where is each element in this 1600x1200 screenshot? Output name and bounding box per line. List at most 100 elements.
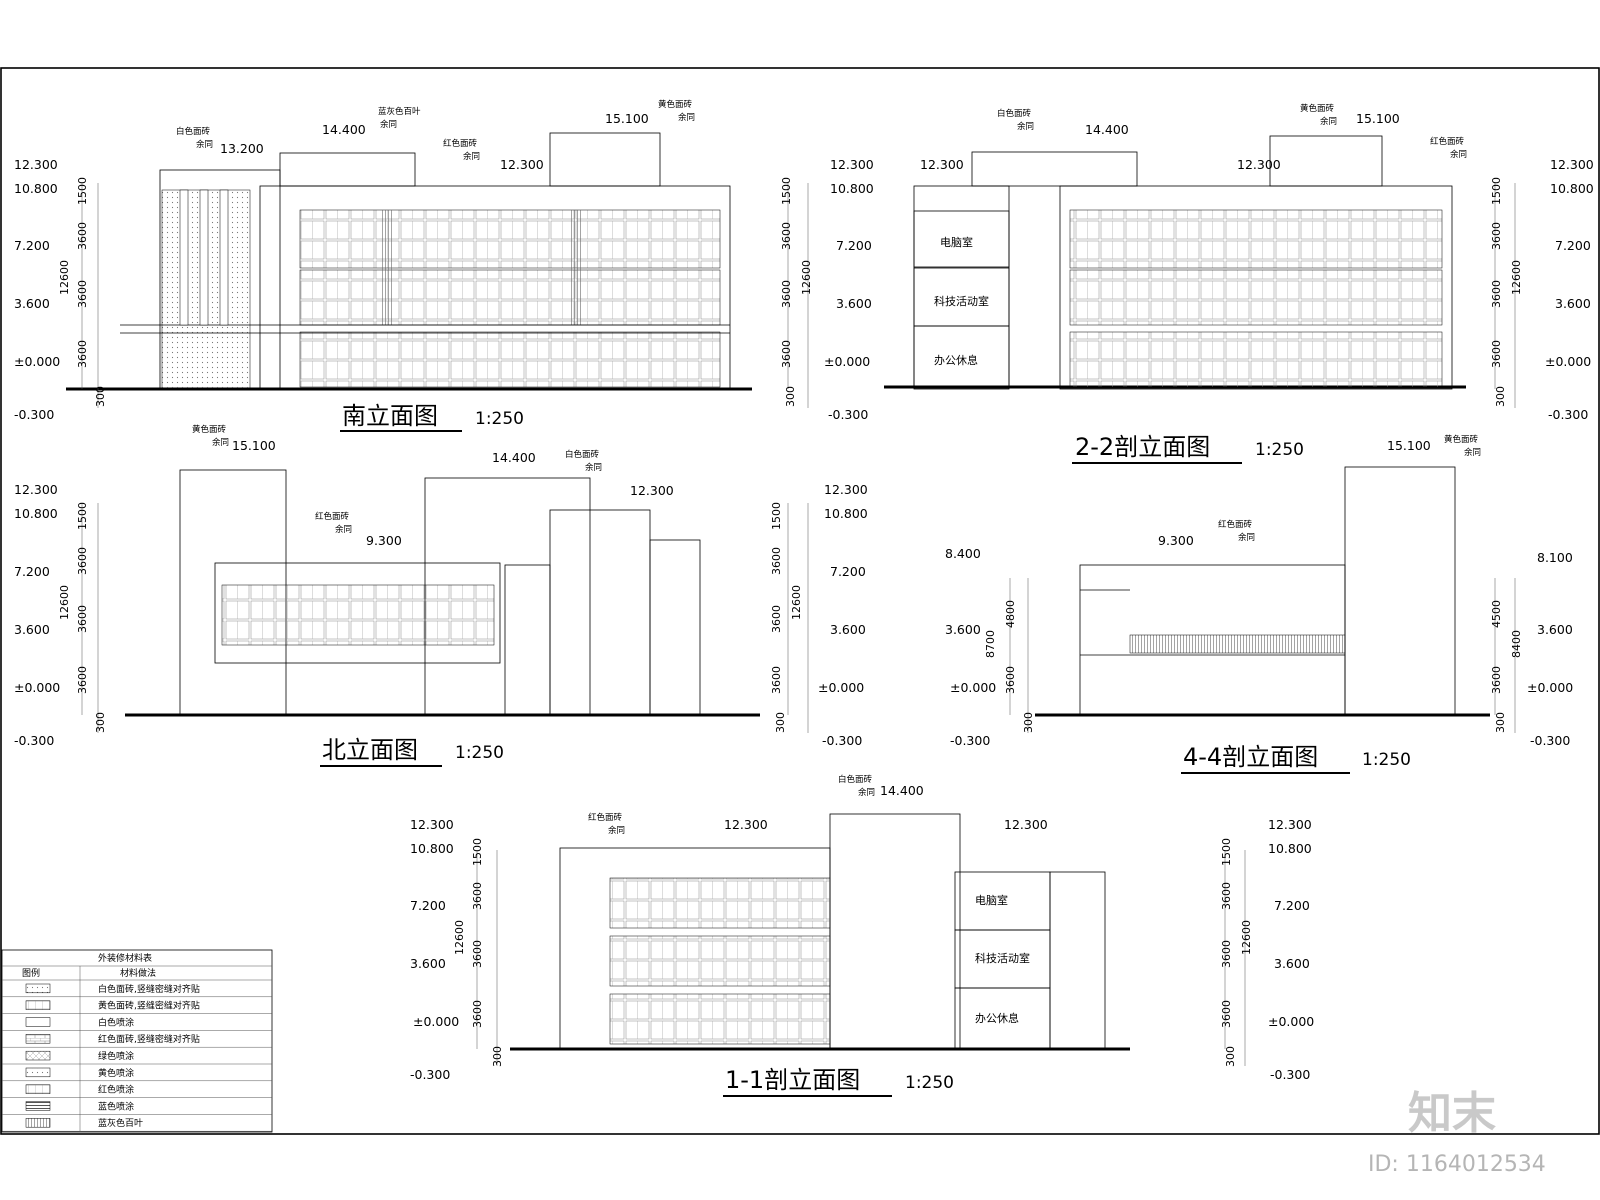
s11-level-top-right: 12.300 — [1268, 817, 1312, 832]
s11-r-dim-3600-b: 3600 — [1220, 940, 1233, 968]
north-r-dim-3600-c: 3600 — [770, 666, 783, 694]
s44-level-below-right: -0.300 — [1530, 733, 1570, 748]
north-level-f3-left: 7.200 — [14, 564, 50, 579]
south-level-stair: 14.400 — [322, 122, 366, 137]
north-r-dim-3600-b: 3600 — [770, 605, 783, 633]
north-level-below-right: -0.300 — [822, 733, 862, 748]
legend-col-icon: 图例 — [22, 967, 40, 979]
s44-level-ground-right: ±0.000 — [1527, 680, 1573, 695]
s44-note-yellow: 黄色面砖 — [1444, 434, 1479, 445]
south-dim-300: 300 — [94, 386, 107, 407]
s11-level-ground-right: ±0.000 — [1268, 1014, 1314, 1029]
s22-dim-3600-b: 3600 — [1490, 280, 1503, 308]
s11-title: 1-1剖立面图 1:250 — [723, 1066, 954, 1097]
south-level-mid: 13.200 — [220, 141, 264, 156]
s44-level-f2-right: 3.600 — [1537, 622, 1573, 637]
legend-row: 白色喷涂 — [2, 1016, 272, 1031]
north-title: 北立面图 1:250 — [320, 736, 504, 767]
s22-level-below-right: -0.300 — [1548, 407, 1588, 422]
north-note-red: 红色面砖 — [315, 511, 350, 522]
north-dim-1500: 1500 — [76, 502, 89, 530]
north-note-white: 白色面砖 — [565, 449, 600, 460]
south-note-louver: 蓝灰色百叶 — [378, 106, 421, 117]
sheet-border — [0, 67, 1600, 1135]
s44-level-ground-left: ±0.000 — [950, 680, 996, 695]
north-title-scale: 1:250 — [455, 743, 504, 763]
s44-level-8100: 8.100 — [1537, 550, 1573, 565]
south-level-top-right: 12.300 — [830, 157, 874, 172]
s22-level-roof-right: 10.800 — [1550, 181, 1594, 196]
s22-dim-300: 300 — [1494, 386, 1507, 407]
s11-note-red: 红色面砖 — [588, 812, 623, 823]
s11-level-stair: 14.400 — [880, 783, 924, 798]
s11-level-f3-left: 7.200 — [410, 898, 446, 913]
s22-room-office: 办公休息 — [934, 353, 978, 367]
s44-dim-3600: 3600 — [1004, 666, 1017, 694]
south-r-dim-3600-c: 3600 — [780, 340, 793, 368]
north-dim-3600-b: 3600 — [76, 605, 89, 633]
south-level-below-right: -0.300 — [828, 407, 868, 422]
north-elevation — [81, 469, 809, 733]
s22-title: 2-2剖立面图 1:250 — [1072, 433, 1304, 464]
section-4-4 — [1009, 466, 1516, 733]
north-level-top-left: 12.300 — [14, 482, 58, 497]
s22-dim-3600-c: 3600 — [1490, 340, 1503, 368]
north-level-tower: 15.100 — [232, 438, 276, 453]
legend-swatch-icon — [25, 983, 51, 994]
north-level-f2-left: 3.600 — [14, 622, 50, 637]
legend-row-label: 白色面砖,竖缝密缝对齐贴 — [98, 983, 200, 995]
s22-note-red: 红色面砖 — [1430, 136, 1465, 147]
south-dim-12600: 12600 — [58, 260, 71, 295]
s22-title-scale: 1:250 — [1255, 440, 1304, 460]
s44-level-corr: 9.300 — [1158, 533, 1194, 548]
s11-level-roof-left: 10.800 — [410, 841, 454, 856]
s11-level-top-mid: 12.300 — [724, 817, 768, 832]
s11-dim-3600-a: 3600 — [471, 882, 484, 910]
north-level-roof-left: 10.800 — [14, 506, 58, 521]
s22-title-name: 2-2剖立面图 — [1075, 433, 1210, 461]
s44-dim-8700: 8700 — [984, 630, 997, 658]
south-level-below-left: -0.300 — [14, 407, 54, 422]
s44-note-red-same: 余同 — [1238, 532, 1255, 543]
north-note-yellow: 黄色面砖 — [192, 424, 227, 435]
s11-note-white: 白色面砖 — [838, 774, 873, 785]
north-r-dim-12600: 12600 — [790, 585, 803, 620]
s11-dim-3600-c: 3600 — [471, 1000, 484, 1028]
legend-swatch-icon — [25, 1067, 51, 1078]
north-level-top-mid: 12.300 — [630, 483, 674, 498]
s22-note-red-same: 余同 — [1450, 149, 1467, 160]
south-level-top-mid: 12.300 — [500, 157, 544, 172]
legend-row: 黄色面砖,竖缝密缝对齐贴 — [2, 1000, 272, 1014]
south-level-f3-right: 7.200 — [836, 238, 872, 253]
legend-swatch-icon — [25, 1050, 51, 1061]
south-r-dim-1500: 1500 — [780, 177, 793, 205]
legend-row: 红色喷涂 — [2, 1084, 272, 1098]
legend-row: 蓝灰色百叶 — [2, 1117, 272, 1132]
south-dim-3600-c: 3600 — [76, 340, 89, 368]
north-level-corr: 9.300 — [366, 533, 402, 548]
legend-title: 外装修材料表 — [98, 952, 152, 964]
south-note-yellow: 黄色面砖 — [658, 99, 693, 110]
north-dim-3600-c: 3600 — [76, 666, 89, 694]
south-note-yellow-same: 余同 — [678, 112, 695, 123]
south-r-dim-3600-a: 3600 — [780, 222, 793, 250]
legend-row: 黄色喷涂 — [2, 1067, 272, 1082]
s11-level-below-left: -0.300 — [410, 1067, 450, 1082]
north-note-white-same: 余同 — [585, 462, 602, 473]
legend-col-method: 材料做法 — [120, 967, 156, 979]
s22-dim-1500: 1500 — [1490, 177, 1503, 205]
s11-level-f2-left: 3.600 — [410, 956, 446, 971]
south-note-white: 白色面砖 — [176, 126, 211, 137]
south-note-red: 红色面砖 — [443, 138, 478, 149]
legend-row-label: 蓝灰色百叶 — [98, 1117, 143, 1129]
south-level-ground-right: ±0.000 — [824, 354, 870, 369]
north-title-name: 北立面图 — [322, 736, 418, 764]
s44-title: 4-4剖立面图 1:250 — [1181, 743, 1411, 774]
south-note-white-same: 余同 — [196, 139, 213, 150]
s44-level-below-left: -0.300 — [950, 733, 990, 748]
south-title-name: 南立面图 — [342, 402, 438, 430]
s44-level-8400: 8.400 — [945, 546, 981, 561]
north-note-yellow-same: 余同 — [212, 437, 229, 448]
s11-level-top-mid2: 12.300 — [1004, 817, 1048, 832]
